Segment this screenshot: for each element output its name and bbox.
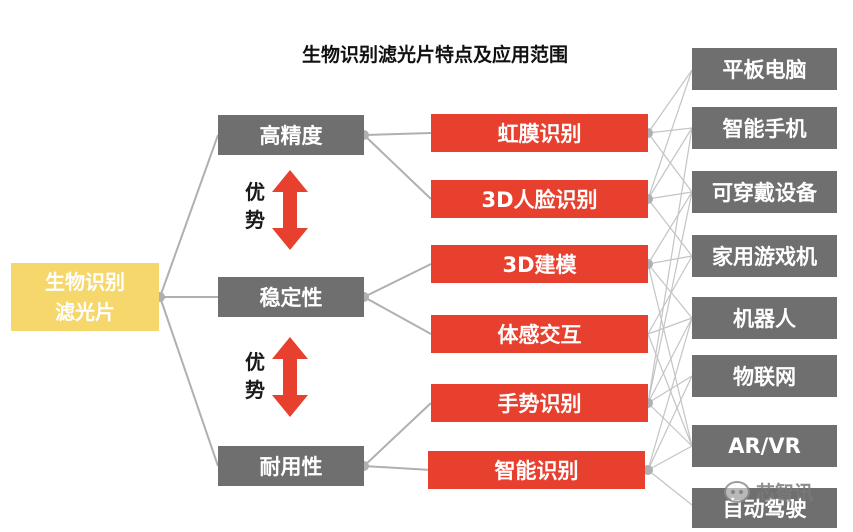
tech-node-3d-face: 3D人脸识别: [431, 180, 648, 218]
app-node-autonomous-driving: 自动驾驶: [692, 488, 837, 528]
advantage-label-upper: 优 势: [240, 178, 270, 234]
tech-node-3d-modeling: 3D建模: [431, 245, 648, 283]
app-node-game-console: 家用游戏机: [692, 235, 837, 277]
app-node-iot: 物联网: [692, 355, 837, 397]
advantage-label-lower: 优 势: [240, 348, 270, 404]
advantage-char-2: 势: [245, 378, 265, 402]
tech-node-motion: 体感交互: [431, 315, 648, 353]
double-arrow-icon-upper: [272, 170, 308, 250]
connector-durability-smart: [363, 465, 432, 471]
advantage-char-1: 优: [245, 350, 265, 374]
connector-root-precision: [159, 134, 219, 298]
app-node-tablet: 平板电脑: [692, 48, 837, 90]
root-node-line2: 滤光片: [55, 300, 115, 324]
root-node-line1: 生物识别: [45, 270, 125, 294]
app-node-smartphone: 智能手机: [692, 107, 837, 149]
tech-node-iris: 虹膜识别: [431, 114, 648, 152]
connector-dot-smart: [643, 465, 653, 475]
connector-precision-iris: [363, 132, 432, 136]
root-node: 生物识别 滤光片: [11, 263, 159, 331]
tech-node-gesture: 手势识别: [431, 384, 648, 422]
property-node-stability: 稳定性: [218, 277, 364, 317]
app-node-robot: 机器人: [692, 297, 837, 339]
watermark: 芯智讯: [724, 478, 813, 505]
double-arrow-icon-lower: [272, 337, 308, 417]
property-node-precision: 高精度: [218, 115, 364, 155]
wechat-icon: [724, 480, 750, 503]
app-node-ar-vr: AR/VR: [692, 425, 837, 467]
property-node-durability: 耐用性: [218, 446, 364, 486]
watermark-text: 芯智讯: [756, 482, 814, 504]
connector-stability-motion: [363, 296, 432, 335]
tech-node-smart: 智能识别: [428, 451, 645, 489]
connector-precision-face: [363, 134, 432, 200]
app-node-wearable: 可穿戴设备: [692, 171, 837, 213]
connector-durability-gesture: [363, 402, 432, 467]
connector-root-durability: [159, 296, 219, 467]
connector-tech-apps: [647, 69, 693, 506]
diagram-title: 生物识别滤光片特点及应用范围: [301, 44, 568, 66]
advantage-char-1: 优: [245, 180, 265, 204]
connector-stability-modeling: [363, 263, 432, 298]
advantage-char-2: 势: [245, 208, 265, 232]
